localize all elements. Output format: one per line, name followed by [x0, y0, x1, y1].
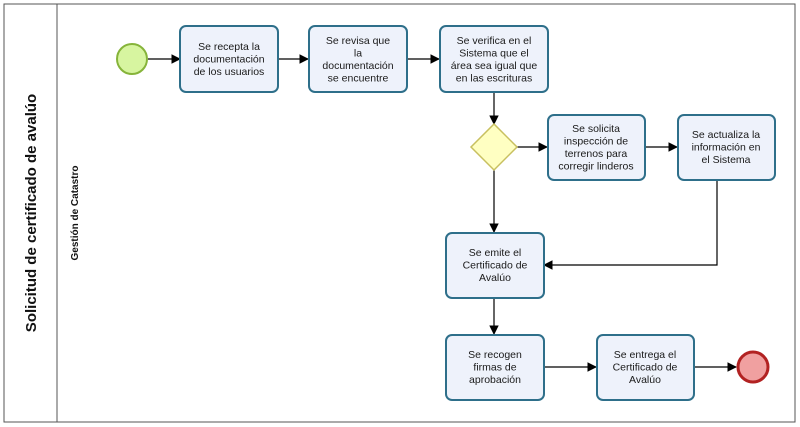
task-label-line: firmas de — [473, 362, 516, 374]
task-label-line: aprobación — [469, 374, 521, 386]
task-label-line: el Sistema — [701, 154, 750, 166]
task-label-line: Se revisa que — [326, 35, 390, 47]
task-label-line: Se emite el — [469, 247, 522, 259]
exclusive-gateway[interactable] — [469, 122, 519, 172]
task-label-line: información en — [692, 142, 761, 154]
task-label-line: inspección de — [564, 135, 628, 147]
task-label-line: Se recepta la — [198, 41, 260, 53]
task-label-line: se encuentre — [328, 72, 389, 84]
task-label-line: de los usuarios — [194, 66, 265, 78]
pool-label: Solicitud de certificado de avalúo — [23, 94, 40, 332]
sequence-flows — [148, 54, 737, 372]
lane-label: Gestión de Catastro — [70, 165, 81, 260]
task-label-line: documentación — [322, 60, 393, 72]
task-label-line: Se solicita — [572, 123, 620, 135]
task-label-line: Avalúo — [629, 374, 661, 386]
end-event[interactable] — [736, 350, 770, 384]
task-label-line: terrenos para — [565, 148, 628, 160]
start-event[interactable] — [116, 43, 148, 75]
flow-t5-to-t6 — [543, 180, 718, 270]
task-label-line: Se actualiza la — [692, 129, 760, 141]
task-label-line: Avalúo — [479, 272, 511, 284]
task-label-line: Se recogen — [468, 349, 522, 361]
task-label-line: corregir linderos — [558, 160, 633, 172]
task-label-line: área sea igual que — [451, 60, 538, 72]
task-label-line: Certificado de — [463, 260, 528, 272]
task-label-line: Se verifica en el — [457, 35, 532, 47]
task-label-line: en las escrituras — [456, 72, 532, 84]
task-label-line: Se entrega el — [614, 349, 676, 361]
task-label-line: documentación — [193, 54, 264, 66]
task-label-line: la — [354, 47, 362, 59]
task-label-line: Sistema que el — [459, 47, 528, 59]
task-label-line: Certificado de — [613, 362, 678, 374]
